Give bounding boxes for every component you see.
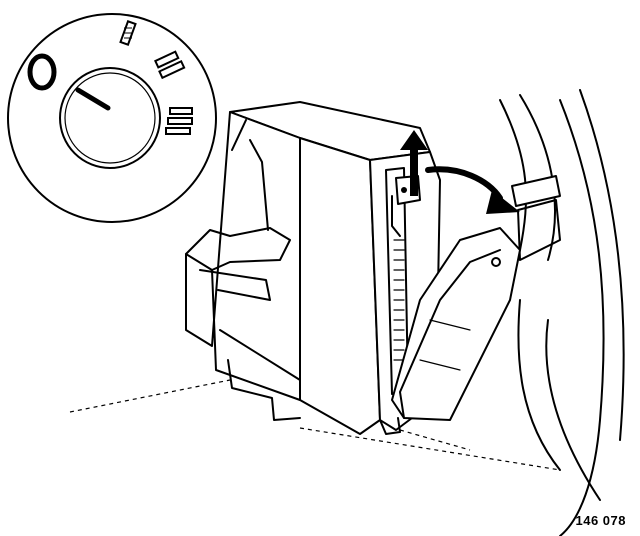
wiring-harness-icon: [499, 89, 625, 536]
floor-reference-lines: [69, 379, 561, 471]
up-lift-arrow-icon: [400, 130, 428, 196]
ignition-lock-key-position-0-icon: [7, 13, 217, 223]
position-markings: [119, 20, 193, 135]
position-zero-mark: [27, 53, 57, 91]
multi-pin-connector-plug-icon: [391, 175, 521, 421]
curved-release-arrow-icon: [425, 166, 520, 214]
connector-pins: [393, 239, 405, 361]
figure-number-label: 146 078: [575, 513, 626, 528]
control-unit-housing-icon: [185, 101, 441, 435]
